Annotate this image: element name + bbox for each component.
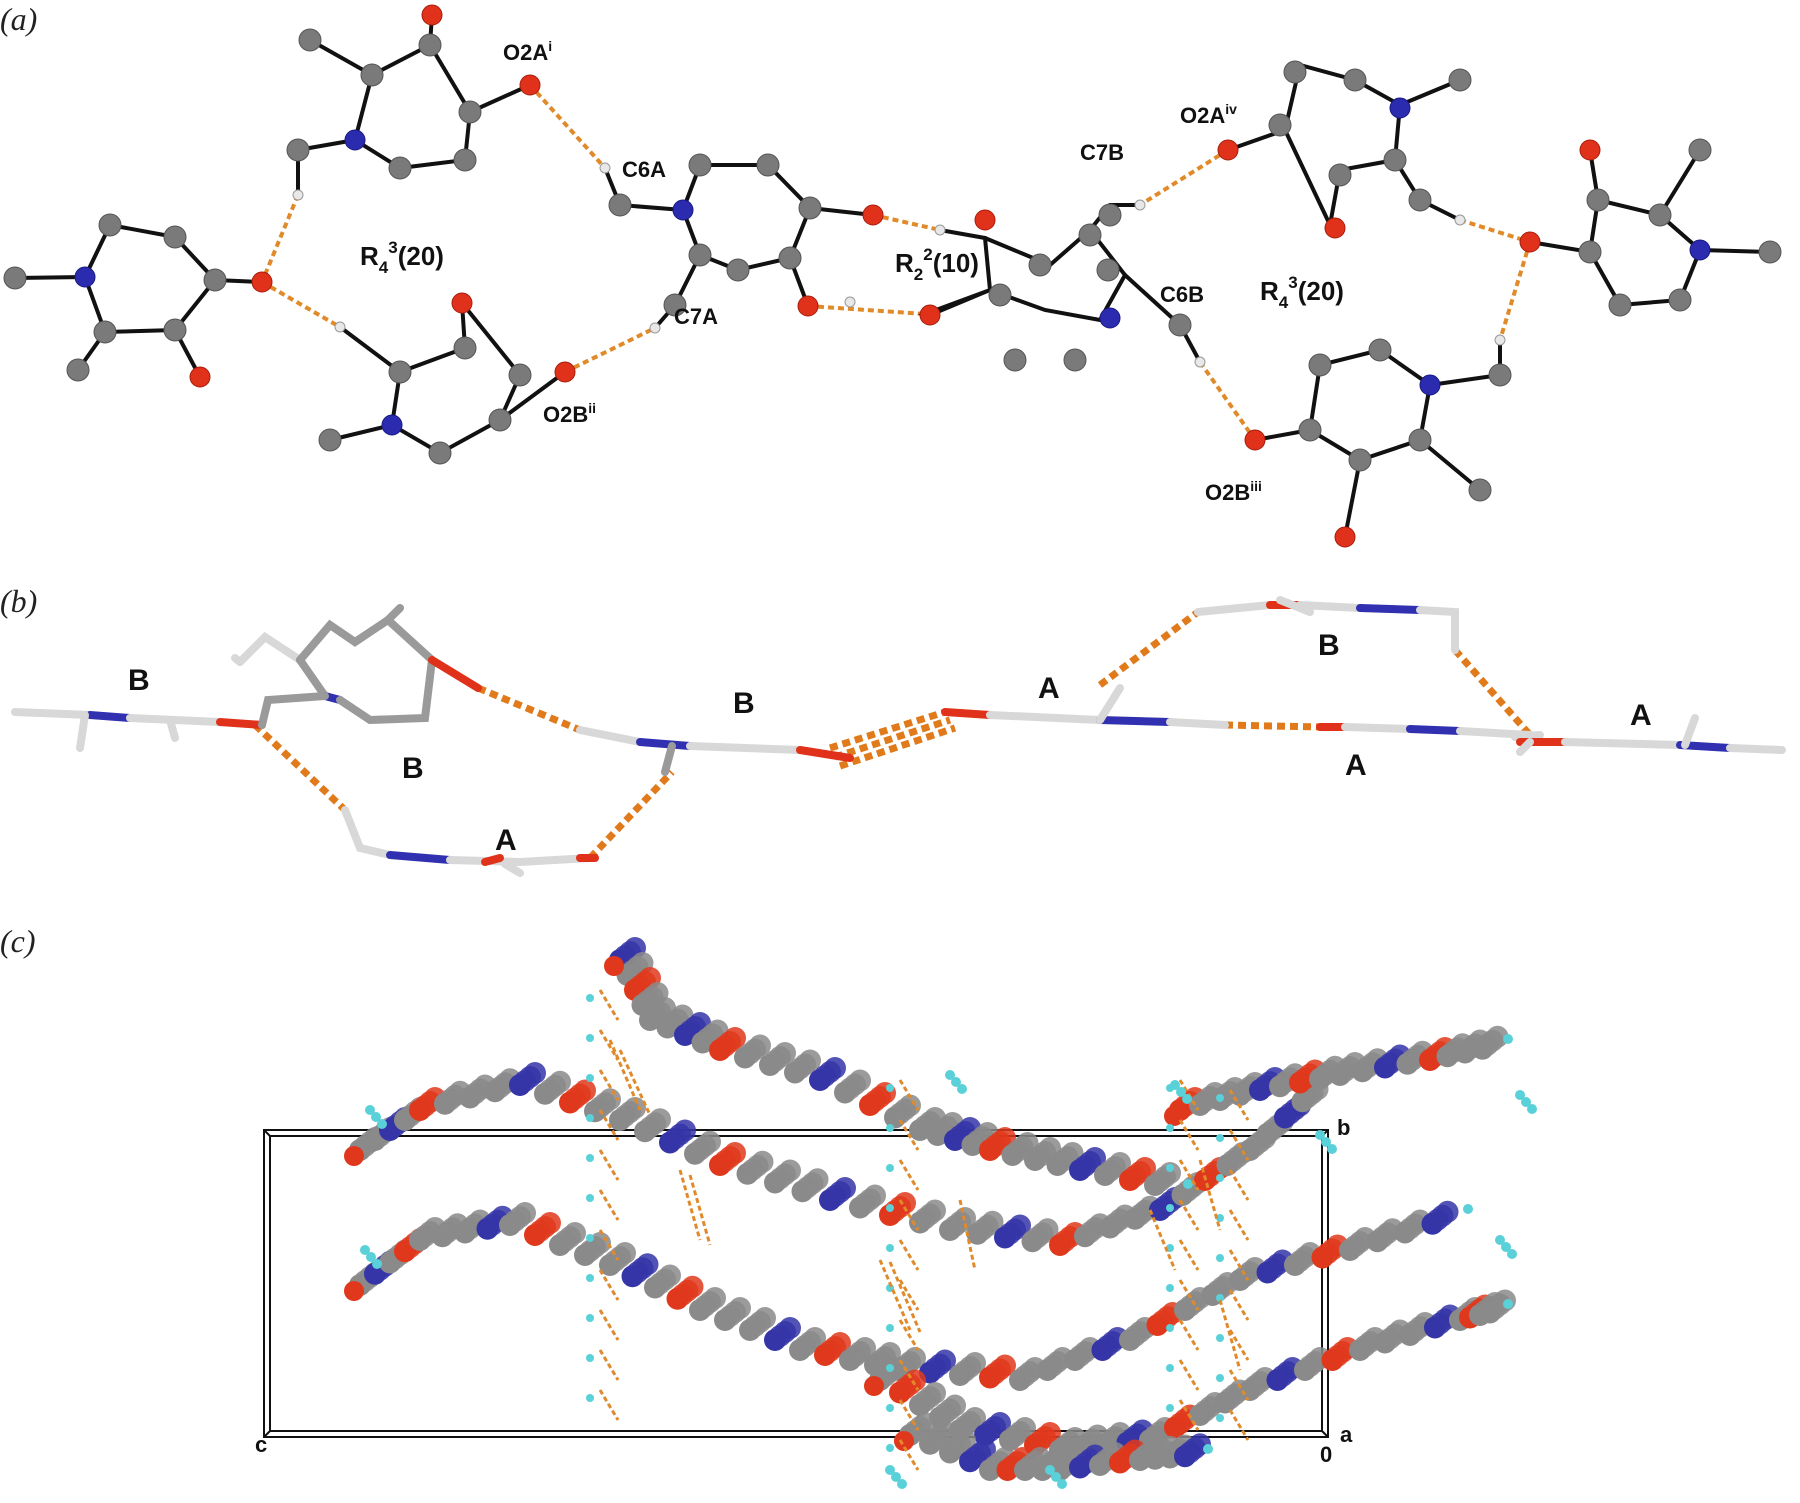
panel-b-molecule-labels: B B B A A B A A: [128, 629, 1652, 857]
label-c7b: C7B: [1080, 140, 1124, 165]
panel-a-ring-motifs: R43(20) R22(10) R43(20): [360, 238, 1344, 312]
panel-c: (c) b a 0 c: [0, 923, 1537, 1489]
label-o2a-iv: O2Aiv: [1180, 101, 1237, 128]
ring-motif-right: R43(20): [1260, 273, 1344, 312]
panel-b-label: (b): [0, 583, 37, 619]
mol-label-a-lower-right: A: [1345, 749, 1367, 782]
axis-label-b: b: [1337, 1115, 1350, 1140]
panel-a-atoms: [3, 4, 1782, 548]
label-c6b: C6B: [1160, 282, 1204, 307]
panel-a-bonds: [13, 13, 1772, 539]
ring-motif-left: R43(20): [360, 238, 444, 277]
panel-b-molecules: [11, 596, 1786, 877]
mol-label-b-center: B: [733, 687, 755, 720]
panel-c-label: (c): [0, 923, 36, 959]
panel-b: (b): [0, 583, 1786, 877]
mol-label-b-left: B: [128, 664, 150, 697]
ring-motif-center: R22(10): [895, 245, 979, 284]
panel-a-label: (a): [0, 1, 37, 37]
label-o2a-i: O2Ai: [503, 38, 552, 65]
label-o2b-iii: O2Biii: [1205, 478, 1262, 505]
axis-label-a: a: [1340, 1422, 1353, 1447]
mol-label-a-lower-left: A: [495, 824, 517, 857]
axis-labels: b a 0 c: [255, 1115, 1353, 1467]
panel-a-hydrogen-bonds: [260, 83, 1532, 442]
panel-a: (a): [0, 1, 1782, 548]
mol-label-b-upper-right: B: [1318, 629, 1340, 662]
axis-label-c: c: [255, 1432, 267, 1457]
label-c7a: C7A: [674, 304, 718, 329]
mol-label-a-far-right: A: [1630, 699, 1652, 732]
unit-cell: [263, 1129, 1329, 1438]
mol-label-b-upper-mid: B: [402, 752, 424, 785]
mol-label-a-center: A: [1038, 672, 1060, 705]
axis-label-origin: 0: [1320, 1442, 1332, 1467]
label-o2b-ii: O2Bii: [543, 400, 596, 427]
label-c6a: C6A: [622, 157, 666, 182]
panel-a-atom-labels: O2Ai C6A C7A O2Bii O2Aiv C7B C6B O2Biii: [503, 38, 1262, 505]
panel-b-hydrogen-bonds: [252, 609, 1533, 861]
packing-layers: [344, 937, 1537, 1489]
